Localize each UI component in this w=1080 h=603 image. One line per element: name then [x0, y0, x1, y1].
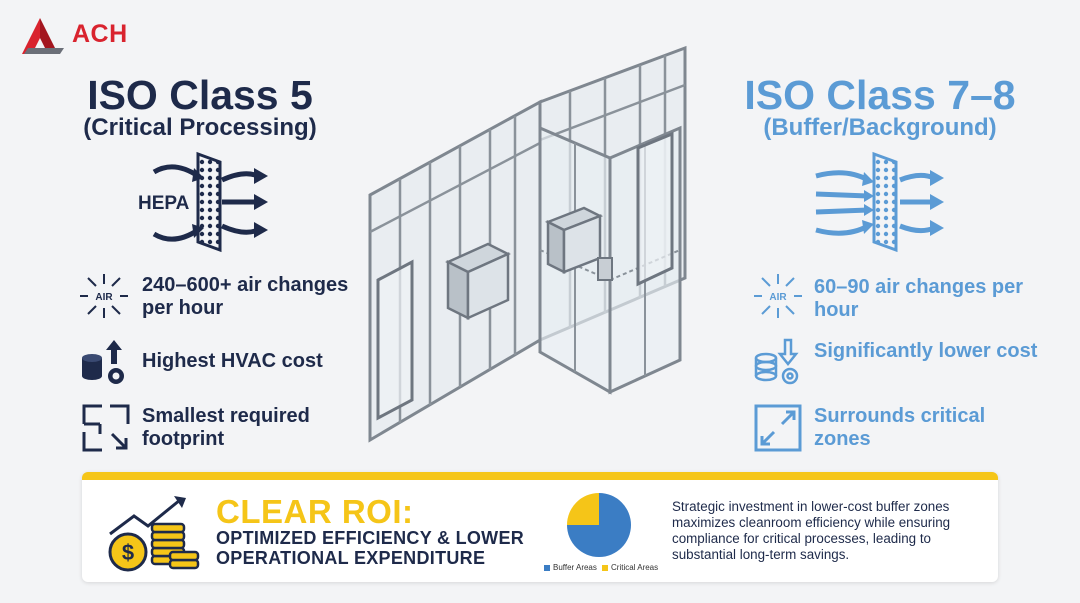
left-feature-air-changes: 240–600+ air changes per hour	[142, 274, 349, 319]
footprint-expand-icon	[754, 404, 802, 452]
legend-label-buffer: Buffer Areas	[553, 563, 597, 572]
legend-label-critical: Critical Areas	[611, 563, 659, 572]
left-subtitle: (Critical Processing)	[83, 114, 317, 141]
legend-swatch-critical	[602, 564, 608, 571]
cost-down-icon	[754, 338, 799, 385]
svg-text:AIR: AIR	[769, 292, 787, 303]
hepa-label: HEPA	[138, 193, 190, 214]
right-feature-cost: Significantly lower cost	[814, 340, 1038, 362]
pie-slice-critical-areas	[567, 493, 599, 525]
air-changes-icon: AIR	[754, 274, 802, 318]
coins-growth-icon: $	[108, 496, 200, 572]
air-changes-icon: AIR	[80, 274, 128, 318]
legend-item-critical: Critical Areas	[602, 563, 658, 572]
cost-allocation-pie-chart	[567, 493, 631, 557]
cost-up-icon	[82, 340, 124, 384]
roi-title: CLEAR ROI:	[216, 493, 414, 530]
right-feature-air-changes: 60–90 air changes per hour	[814, 276, 1024, 321]
ach-logo-icon	[22, 18, 64, 54]
left-feature-footprint: Smallest required footprint	[142, 405, 310, 450]
left-feature-cost: Highest HVAC cost	[142, 350, 323, 372]
svg-text:AIR: AIR	[95, 292, 113, 303]
filter-airflow-icon	[815, 151, 944, 253]
legend-swatch-buffer	[544, 564, 550, 571]
roi-subtitle-line1: OPTIMIZED EFFICIENCY & LOWER	[216, 528, 525, 548]
right-subtitle: (Buffer/Background)	[763, 114, 997, 141]
right-title: ISO Class 7–8	[744, 72, 1016, 118]
roi-subtitle-line2: OPERATIONAL EXPENDITURE	[216, 548, 486, 568]
cleanroom-modular-wall-illustration	[368, 45, 687, 443]
hepa-filter-icon	[152, 151, 268, 253]
right-feature-footprint: Surrounds critical zones	[814, 405, 986, 450]
legend-item-buffer: Buffer Areas	[544, 563, 597, 572]
svg-text:$: $	[122, 540, 134, 565]
roi-description: Strategic investment in lower-cost buffe…	[672, 499, 951, 562]
brand-name: ACH	[72, 20, 128, 48]
footprint-shrink-icon	[82, 404, 130, 452]
left-title: ISO Class 5	[87, 72, 313, 118]
roi-banner	[82, 472, 998, 582]
